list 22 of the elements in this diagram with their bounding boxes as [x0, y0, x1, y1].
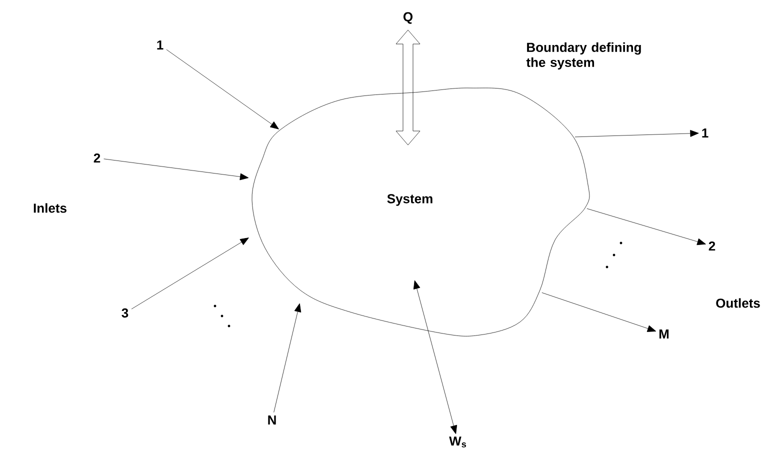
stream-label: 1 [157, 40, 164, 50]
arrow [166, 49, 279, 130]
arrow [586, 208, 706, 246]
arrow [413, 280, 458, 434]
system-label: System [387, 194, 432, 206]
label-text: Boundary defining the system [526, 42, 641, 70]
arrow [542, 292, 656, 332]
stream-label: W$_{s}$ [449, 436, 466, 448]
stream-label: M [659, 330, 669, 338]
stream-label: N [268, 416, 276, 424]
label-text: Outlets [716, 298, 760, 308]
stream-label: 1 [702, 128, 708, 138]
arrow [104, 158, 249, 180]
stream-label: 3 [122, 308, 128, 318]
label-text: Inlets [34, 203, 66, 213]
stream-label: Q [403, 12, 413, 24]
arrow [574, 130, 699, 138]
arrow [274, 303, 302, 413]
stream-label: 2 [708, 241, 716, 251]
heat-arrow [396, 30, 420, 146]
arrow [131, 238, 249, 310]
stream-label: 2 [94, 153, 100, 163]
